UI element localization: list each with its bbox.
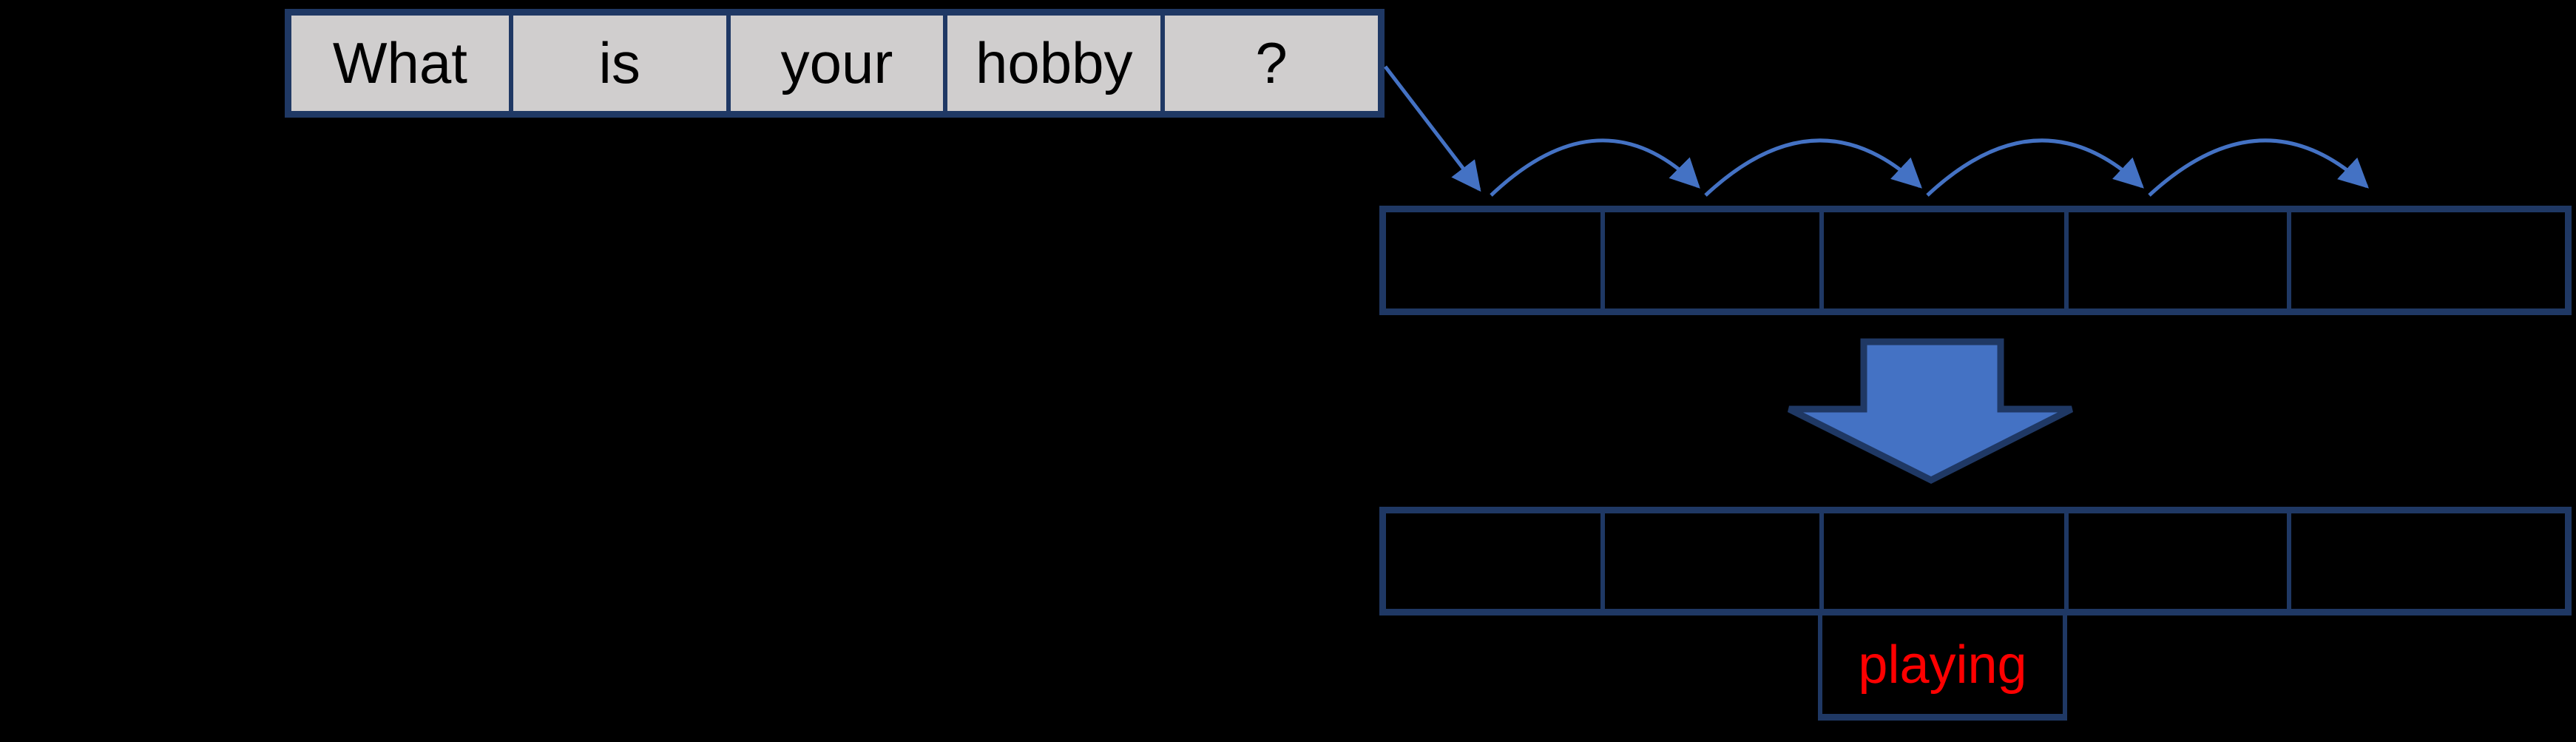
bottom-sequence-row — [1379, 507, 2572, 615]
top-track-cell — [1819, 212, 2064, 308]
top-track-cell — [2287, 212, 2565, 308]
top-track-cell — [1600, 212, 1819, 308]
bottom-track-cell — [1600, 513, 1819, 609]
token-cell: your — [726, 16, 944, 111]
top-sequence-row — [1379, 206, 2572, 315]
token-label: is — [598, 30, 640, 95]
token-label: your — [780, 30, 893, 95]
bottom-track-cell — [2064, 513, 2287, 609]
hop-arc-icon — [2148, 138, 2369, 197]
top-track-cell — [1386, 212, 1600, 308]
token-cell: ? — [1160, 16, 1378, 111]
input-sentence-row: What is your hobby ? — [285, 9, 1385, 118]
hop-arc-icon — [1490, 138, 1700, 197]
token-label: hobby — [976, 30, 1133, 95]
token-label: What — [332, 30, 467, 95]
token-cell: What — [291, 16, 509, 111]
bottom-track-cell — [1819, 513, 2064, 609]
token-cell: is — [508, 16, 726, 111]
top-track-cell — [2064, 212, 2287, 308]
bottom-track-cell — [2287, 513, 2565, 609]
bottom-track-cell — [1386, 513, 1600, 609]
big-down-arrow-icon — [1787, 338, 2074, 485]
prediction-box: playing — [1818, 615, 2067, 721]
flow-arrow-icon — [1384, 65, 1481, 192]
token-cell: hobby — [943, 16, 1160, 111]
hop-arc-icon — [1704, 138, 1922, 197]
prediction-label: playing — [1858, 635, 2027, 695]
hop-arc-icon — [1926, 138, 2144, 197]
token-label: ? — [1255, 30, 1288, 95]
